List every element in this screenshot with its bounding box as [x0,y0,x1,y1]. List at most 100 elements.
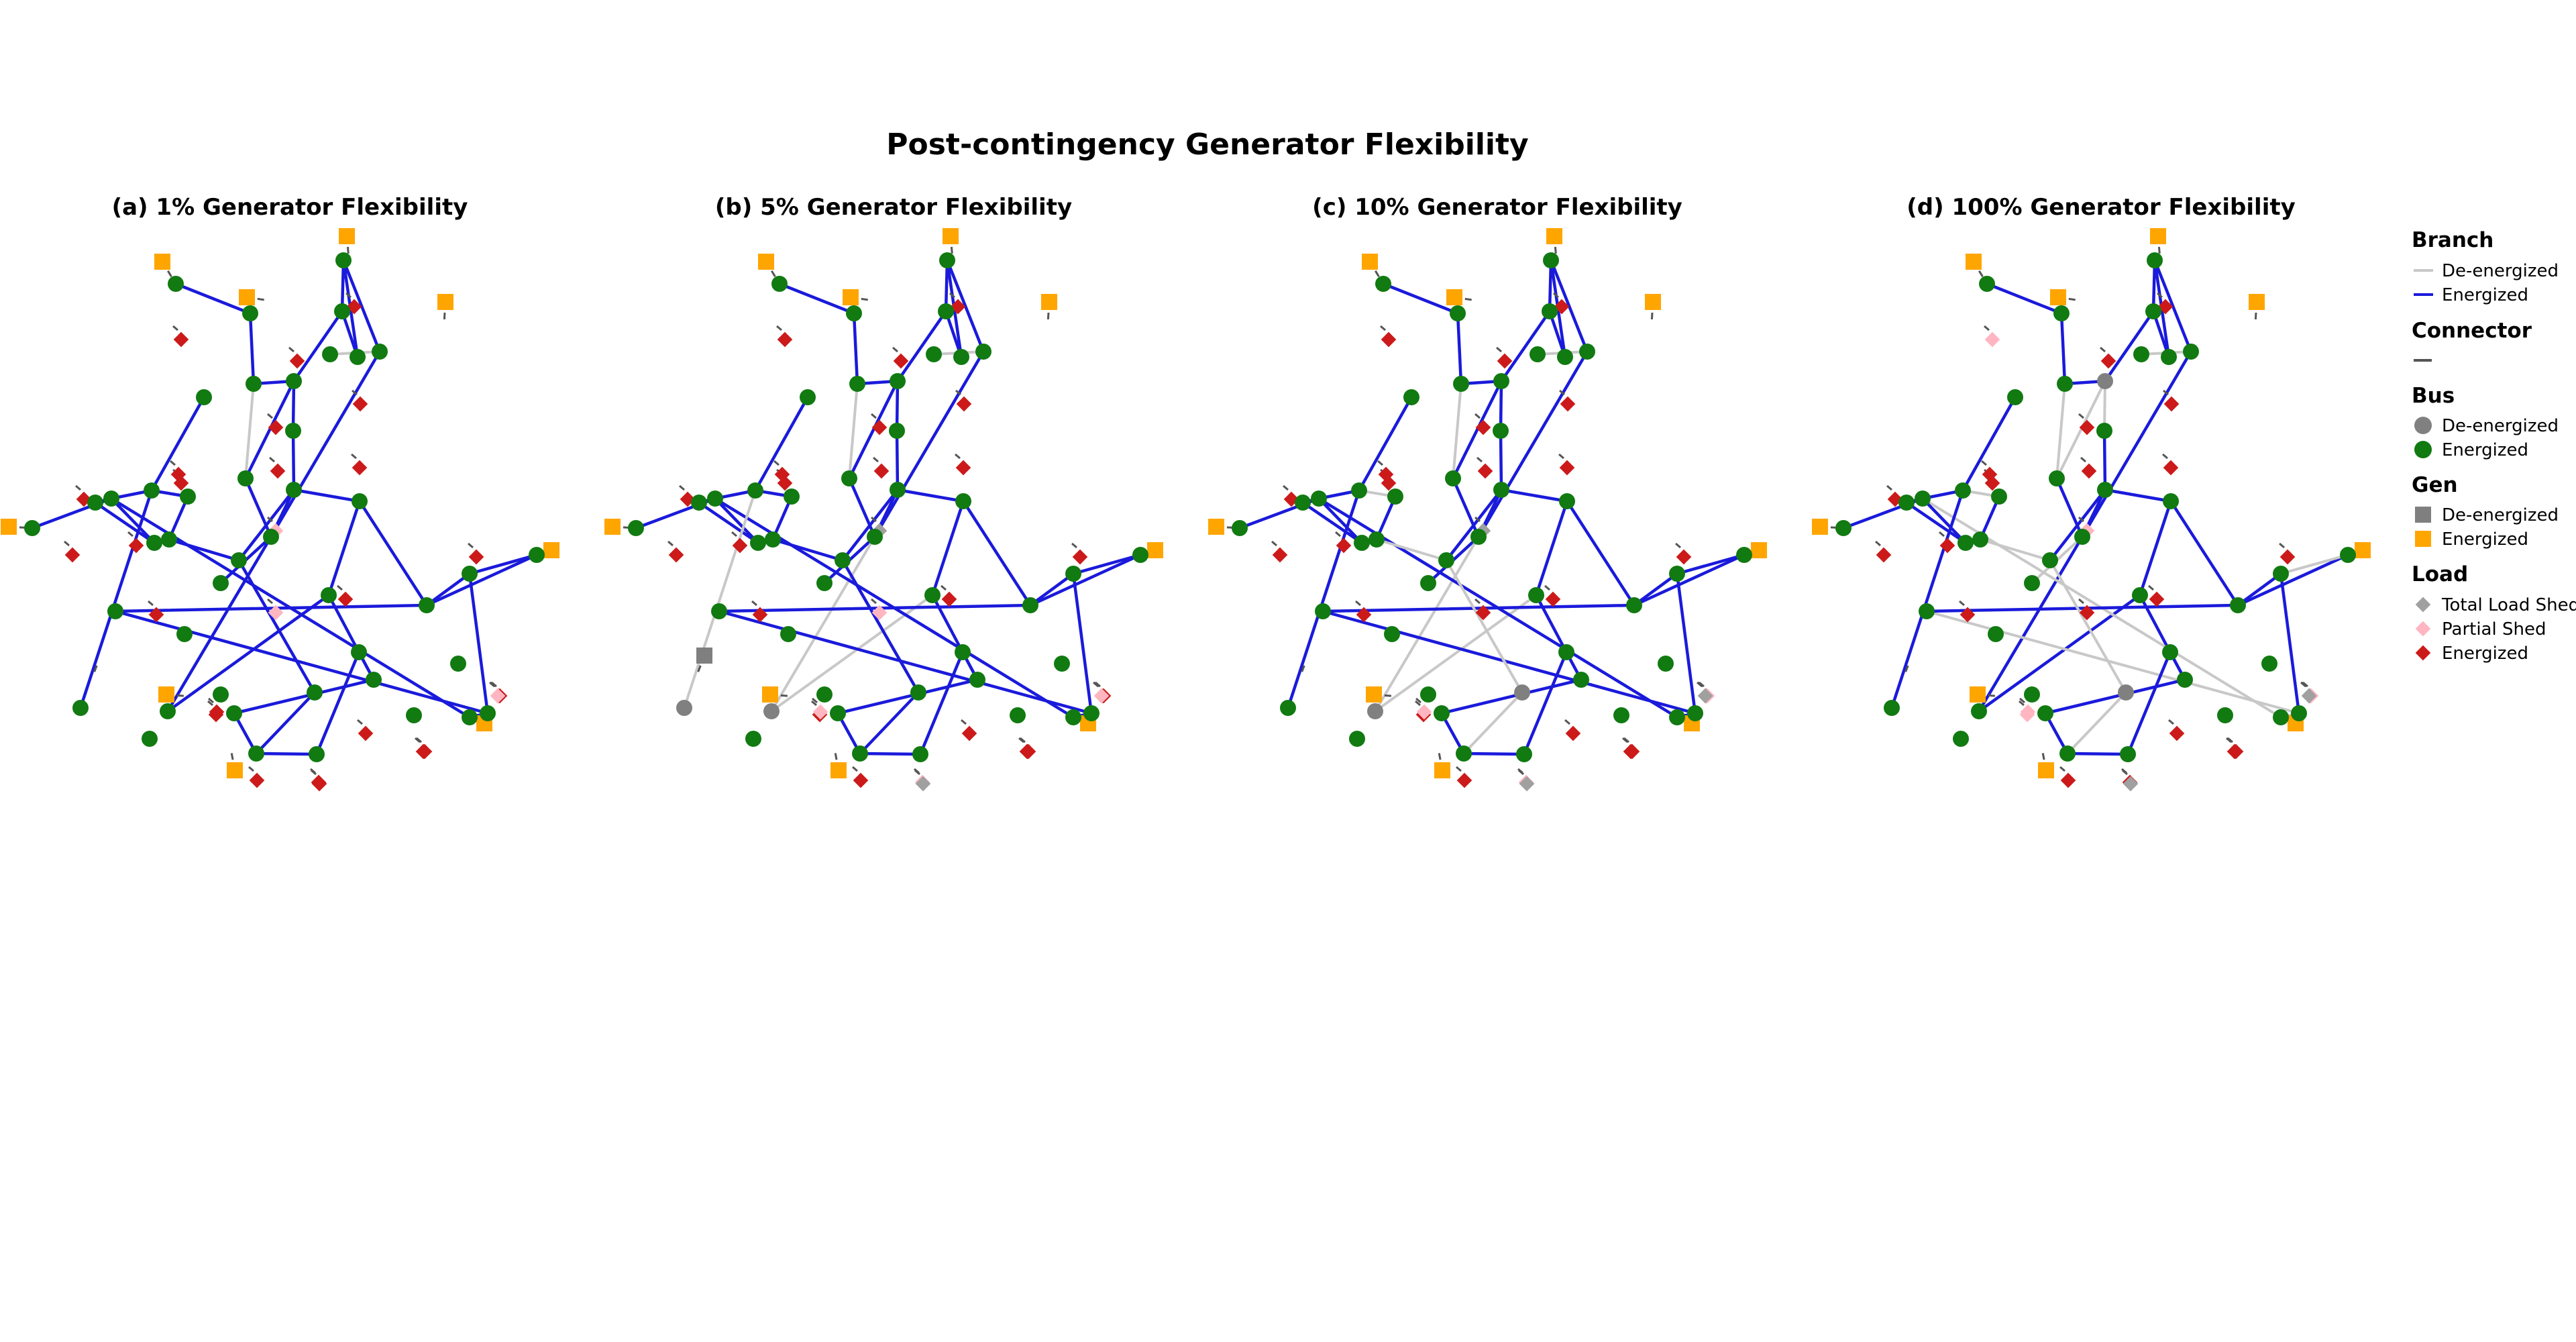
connector [852,766,858,772]
generator-energized [843,289,859,305]
branch-energized [895,379,900,433]
load-energized [1381,331,1397,348]
bus-deenergized [2118,684,2134,701]
bus-energized [1558,644,1574,660]
branch-energized [166,593,331,713]
panel-title: (b) 5% Generator Flexibility [715,194,1072,221]
connector [1474,598,1481,605]
branch-energized [945,258,985,354]
connector [679,484,685,491]
branch-energized [174,282,252,315]
connector [1375,270,1380,278]
load-partial-shed [2020,704,2036,720]
generator-energized [339,228,355,244]
branch-deenergized [1925,610,2300,715]
branch-energized [1985,282,2063,315]
branch-energized [2126,650,2172,756]
bus-energized [2120,746,2136,762]
connector [2254,312,2257,320]
bus-energized [246,376,262,392]
bus-energized [2177,672,2193,688]
network-diagram [1812,228,2371,792]
bus-energized [835,552,851,568]
load-energized [1939,537,1955,554]
loads [668,299,1112,792]
bus-energized [1971,703,1987,719]
connector [871,413,877,419]
panel-1pct: (a) 1% Generator Flexibility [1,194,559,792]
connector [1283,484,1289,491]
branch-energized [78,488,154,710]
legend-load-partial-swatch [2415,621,2431,637]
loads [64,299,508,792]
bus-energized [2049,470,2065,486]
bus-energized [1543,252,1559,268]
connector [950,246,953,254]
bus-energized [750,535,766,551]
bus-energized [816,575,833,591]
bus-energized [765,531,781,548]
branch-energized [2169,499,2240,607]
branch-energized [166,535,273,713]
generator-energized [1434,762,1450,778]
bus-energized [953,349,969,365]
load-energized [64,547,80,563]
bus-energized [2261,656,2277,672]
generators [1,228,559,778]
load-energized [2157,299,2174,315]
generator-energized [830,762,847,778]
load-partial-shed [268,605,284,621]
connector [468,542,474,549]
connector [2227,737,2233,743]
generator-energized [943,228,959,244]
branch-energized [244,379,296,480]
connector [2148,584,2154,591]
branch-deenergized [770,535,876,713]
bus-energized [1349,731,1365,747]
branch-energized [895,429,900,492]
bus-energized [529,547,545,563]
load-energized [2060,772,2076,788]
connector [2300,681,2306,688]
connector [2019,700,2025,707]
bus-energized [2147,252,2163,268]
buses [1232,252,1752,762]
load-energized [2163,396,2180,412]
branch-energized [1921,497,1968,545]
bus-energized [2273,566,2289,582]
branch-energized [315,650,361,756]
branch-deenergized [1374,535,1480,713]
connector [1456,766,1462,772]
legend-load-energized-label: Energized [2442,643,2528,664]
connector [172,325,178,331]
load-energized [893,353,909,369]
branch-energized [847,476,877,539]
branch-energized [340,258,345,313]
bus-energized [366,672,382,688]
connector [167,270,172,278]
bus-energized [1493,373,1509,389]
connector [269,456,275,463]
bus-energized [955,644,971,660]
load-energized [1477,463,1493,479]
connector [1380,325,1386,331]
connector [892,346,898,353]
load-energized [1497,353,1513,369]
bus-energized [841,470,857,486]
bus-energized [890,482,906,498]
connector [1415,700,1421,707]
connector [1559,389,1565,396]
legend-load-energized-swatch [2415,645,2431,661]
bus-energized [1456,745,1472,762]
load-energized [173,331,189,348]
generator-energized [158,686,174,703]
bus-energized [2007,389,2023,405]
branch-energized [1675,572,1697,715]
bus-energized [161,531,177,548]
branch-deenergized [2055,380,2106,480]
bus-energized [2291,705,2307,721]
bus-energized [975,344,991,360]
branch-energized [717,609,1093,715]
connector [489,681,495,688]
